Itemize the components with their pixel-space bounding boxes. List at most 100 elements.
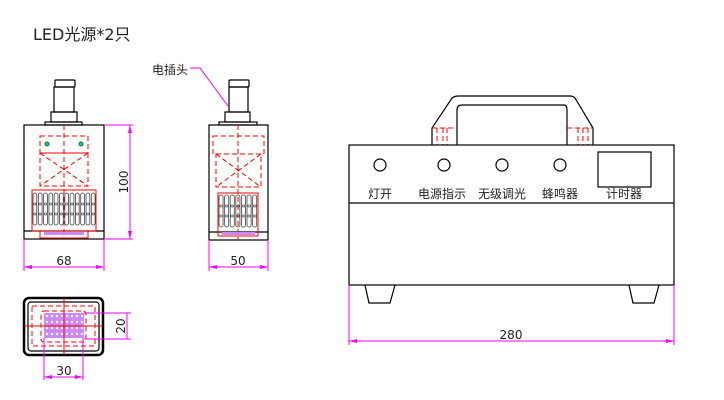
label-power-indicator: 电源指示: [418, 186, 466, 201]
heatsink-fin: [218, 204, 224, 218]
heatsink-fin: [224, 194, 230, 208]
heatsink-fin: [90, 202, 96, 216]
heatsink-fin: [48, 202, 54, 216]
heatsink-fin: [69, 202, 75, 216]
led-dot: [45, 314, 49, 318]
window-height-label: 20: [114, 318, 128, 333]
heatsink-fin: [43, 192, 48, 206]
led-dot: [70, 332, 74, 336]
led-dot: [55, 314, 59, 318]
heatsink-fin: [37, 212, 43, 226]
led-dot: [55, 332, 59, 336]
heatsink-fin: [240, 214, 246, 228]
label-buzzer: 蜂鸣器: [542, 186, 578, 201]
heatsink-fin: [69, 192, 75, 206]
led-dot: [60, 326, 64, 330]
heatsink-fin: [224, 204, 230, 218]
led-dot: [70, 314, 74, 318]
led-dot: [50, 326, 54, 330]
plug-leader: 电插头: [152, 63, 229, 107]
led-dot: [70, 326, 74, 330]
heatsink-fin: [37, 192, 43, 206]
heatsink-fin: [64, 202, 70, 216]
led-dot: [80, 332, 84, 336]
heatsink-fin: [252, 194, 258, 208]
led-dot: [75, 314, 79, 318]
led-dot: [60, 332, 64, 336]
led-dot: [45, 332, 49, 336]
led-dot: [45, 320, 49, 324]
led-dot: [75, 326, 79, 330]
heatsink-fin: [80, 202, 85, 216]
label-dimmer: 无级调光: [478, 187, 526, 201]
dimension-height: 100: [104, 124, 133, 240]
heatsink-fin: [252, 204, 258, 218]
heatsink-fin: [235, 204, 241, 218]
heatsink-fin: [48, 212, 54, 226]
heatsink-fin: [37, 202, 43, 216]
led-dot: [70, 320, 74, 324]
heatsink-fin: [69, 212, 75, 226]
led-dot: [45, 326, 49, 330]
led-dot: [65, 326, 69, 330]
dimension-window-20: 20: [84, 312, 131, 340]
label-timer: 计时器: [606, 187, 642, 201]
timer-display: [597, 151, 652, 188]
heatsink-fin: [224, 214, 230, 228]
dimmer-knob: [495, 158, 509, 172]
heatsink-fin: [218, 194, 224, 208]
led-dot: [75, 332, 79, 336]
heatsink-fin: [235, 214, 241, 228]
heatsink-fin: [59, 192, 64, 206]
height-label: 100: [117, 171, 131, 194]
heatsink-fin: [43, 212, 48, 226]
led-dot: [60, 314, 64, 318]
heatsink-fin: [53, 202, 59, 216]
dimension-width-68: 68: [23, 239, 105, 271]
led-dot: [80, 320, 84, 324]
led-dot: [60, 320, 64, 324]
heatsink-fin: [229, 204, 235, 218]
dimension-width-50: 50: [208, 240, 269, 271]
led-dot: [50, 332, 54, 336]
heatsink-fin: [229, 194, 235, 208]
heatsink-fin: [85, 192, 91, 206]
led-dot: [55, 320, 59, 324]
heatsink-fin: [229, 214, 235, 228]
heatsink-fin: [32, 192, 38, 206]
led-dot: [50, 314, 54, 318]
led-dot: [55, 326, 59, 330]
led-dot: [65, 332, 69, 336]
label-light-on: 灯开: [368, 187, 392, 201]
heatsink-fin: [75, 192, 80, 206]
heatsink-fin: [252, 214, 258, 228]
heatsink-fin: [32, 212, 38, 226]
heatsink-fin: [64, 192, 70, 206]
heatsink-fin: [240, 194, 246, 208]
light-front-view: [23, 79, 105, 240]
box-width-label: 280: [500, 328, 523, 342]
power-indicator: [437, 158, 451, 172]
heatsink-fin: [80, 212, 85, 226]
heatsink-fin: [235, 194, 241, 208]
width-label-68: 68: [56, 254, 71, 268]
led-dot: [80, 314, 84, 318]
heatsink-fin: [48, 192, 54, 206]
heatsink-fin: [85, 202, 91, 216]
plug-label: 电插头: [152, 63, 188, 77]
heatsink-fin: [90, 212, 96, 226]
heatsink-fin: [218, 214, 224, 228]
heatsink-fin: [32, 202, 38, 216]
drawing-title: LED光源*2只: [33, 25, 131, 44]
heatsink-fin: [90, 192, 96, 206]
light-side-view: [208, 79, 269, 241]
heatsink-fin: [246, 204, 252, 218]
light-switch-knob: [373, 158, 387, 172]
led-dot: [75, 320, 79, 324]
led-dot: [50, 320, 54, 324]
heatsink-fin: [75, 202, 80, 216]
light-bottom-view: [22, 296, 105, 357]
heatsink-fin: [53, 192, 59, 206]
